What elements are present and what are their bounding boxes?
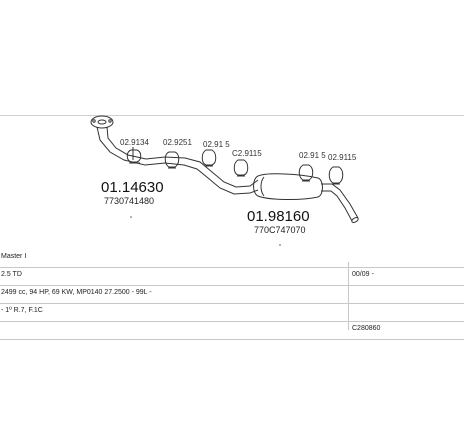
clamp-5-icon (298, 164, 314, 182)
engine-name: 2.5 TD (1, 271, 22, 278)
flange-icon (90, 115, 114, 129)
info-row-catalog: C280860 (0, 322, 464, 340)
clamp-1-icon (126, 147, 142, 164)
info-row-model: Master I (0, 250, 464, 268)
clamp-4-label: C2.9115 (232, 149, 262, 158)
top-separator (0, 115, 464, 116)
silencer-oem: 770C747070 (254, 225, 306, 235)
marker-dots (130, 216, 281, 246)
clamp-2-icon (164, 151, 180, 169)
clamp-2-label: 02.9251 (163, 138, 192, 147)
table-divider (348, 262, 349, 330)
main-pipe-oem: 7730741480 (104, 196, 154, 206)
info-row-engine: 2.5 TD 00/09 - (0, 268, 464, 286)
silencer-body (253, 173, 323, 200)
middle-pipe (164, 156, 259, 195)
model-name: Master I (1, 253, 27, 260)
main-pipe-number: 01.14630 (101, 179, 164, 196)
front-pipe (96, 126, 166, 166)
clamp-4-icon (233, 159, 249, 177)
tail-pipe (321, 183, 359, 223)
vehicle-info-table: Master I 2.5 TD 00/09 - 2499 cc, 94 HP, … (0, 250, 464, 340)
notes: - 1º R.7, F.1C (1, 307, 43, 314)
clamp-1-label: 02.9134 (120, 138, 149, 147)
clamp-5-label: 02.91 5 (299, 151, 326, 160)
clamp-6-label: 02.9115 (328, 153, 357, 162)
info-row-notes: - 1º R.7, F.1C (0, 304, 464, 322)
engine-specs: 2499 cc, 94 HP, 69 KW, MP0140 27.2500 - … (1, 289, 152, 296)
clamp-3-icon (201, 149, 217, 167)
clamp-3-label: 02.91 5 (203, 140, 230, 149)
silencer-number: 01.98160 (247, 208, 310, 225)
production-date: 00/09 - (352, 271, 374, 278)
clamp-6-icon (328, 166, 344, 185)
info-row-specs: 2499 cc, 94 HP, 69 KW, MP0140 27.2500 - … (0, 286, 464, 304)
catalog-code: C280860 (352, 325, 381, 332)
